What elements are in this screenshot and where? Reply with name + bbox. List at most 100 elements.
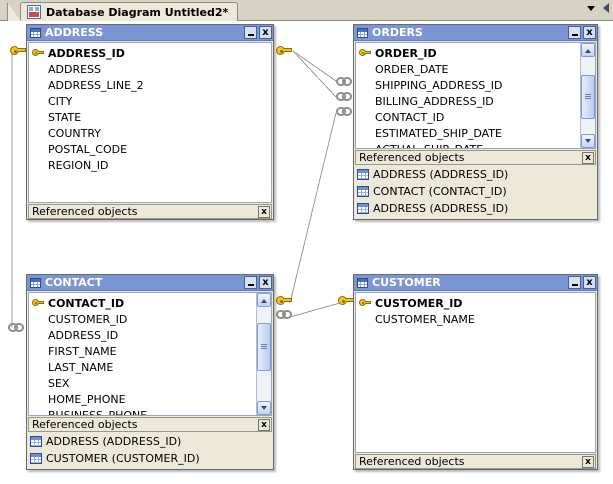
relationship-link-icon[interactable] [276,310,293,319]
column-row[interactable]: LAST_NAME [31,359,256,375]
column-icon-spacer [31,376,45,390]
column-name: ADDRESS_LINE_2 [48,78,144,92]
table-title: CUSTOMER [372,277,441,288]
referenced-object-item[interactable]: CONTACT (CONTACT_ID) [357,183,597,200]
minimize-button[interactable] [244,276,257,289]
vertical-scrollbar[interactable] [256,293,271,415]
scroll-down-button[interactable] [257,401,271,415]
relationship-key-icon[interactable] [276,46,292,55]
referenced-objects-close-button[interactable]: x [582,151,594,164]
relationship-link-icon[interactable] [336,92,353,101]
column-row[interactable]: CUSTOMER_NAME [358,311,595,327]
column-row[interactable]: SEX [31,375,256,391]
column-row[interactable]: CONTACT_ID [358,109,580,125]
column-row[interactable]: FIRST_NAME [31,343,256,359]
referenced-objects-bar-customer[interactable]: Referenced objects x [355,454,596,469]
column-name: HOME_PHONE [48,392,126,406]
primary-key-icon [358,46,372,60]
minimize-button[interactable] [568,26,581,39]
scrollbar-track[interactable] [581,57,595,134]
close-button[interactable]: x [259,276,272,289]
scroll-up-button[interactable] [581,43,595,57]
relationship-key-icon[interactable] [338,296,354,305]
column-icon-spacer [31,328,45,342]
column-row[interactable]: CITY [31,93,271,109]
referenced-objects-label: Referenced objects [359,455,465,468]
column-name: CONTACT_ID [375,110,445,124]
chevron-down-icon[interactable] [587,6,595,11]
referenced-objects-list-orders: ADDRESS (ADDRESS_ID)CONTACT (CONTACT_ID)… [354,165,597,219]
referenced-object-item[interactable]: CUSTOMER (CUSTOMER_ID) [30,450,273,467]
referenced-object-item[interactable]: ADDRESS (ADDRESS_ID) [30,433,273,450]
column-row[interactable]: BILLING_ADDRESS_ID [358,93,580,109]
scrollbar-thumb[interactable] [581,75,595,119]
vertical-scrollbar[interactable] [580,43,595,148]
referenced-object-item[interactable]: ADDRESS (ADDRESS_ID) [357,200,597,217]
column-row[interactable]: ORDER_DATE [358,61,580,77]
close-button[interactable]: x [259,26,272,39]
column-icon-spacer [31,126,45,140]
table-icon [30,453,42,464]
relationship-key-icon[interactable] [10,46,26,55]
column-row[interactable]: CONTACT_ID [31,295,256,311]
relationship-lines [11,50,341,327]
table-icon [357,203,369,214]
scrollbar-thumb[interactable] [257,323,271,371]
column-row[interactable]: SHIPPING_ADDRESS_ID [358,77,580,93]
column-row[interactable]: STATE [31,109,271,125]
scroll-down-button[interactable] [581,134,595,148]
referenced-object-label: CUSTOMER (CUSTOMER_ID) [46,452,200,465]
minimize-button[interactable] [244,26,257,39]
referenced-objects-close-button[interactable]: x [258,418,270,431]
close-button[interactable]: x [583,26,596,39]
referenced-objects-label: Referenced objects [32,418,138,431]
tab-database-diagram[interactable]: Database Diagram Untitled2* [6,2,239,22]
column-row[interactable]: CUSTOMER_ID [358,295,595,311]
column-row[interactable]: ADDRESS_LINE_2 [31,77,271,93]
referenced-object-item[interactable]: ADDRESS (ADDRESS_ID) [357,166,597,183]
column-row[interactable]: ADDRESS_ID [31,327,256,343]
referenced-objects-close-button[interactable]: x [258,205,270,218]
column-row[interactable]: POSTAL_CODE [31,141,271,157]
scroll-up-button[interactable] [257,293,271,307]
column-row[interactable]: REGION_ID [31,157,271,173]
close-button[interactable]: x [583,276,596,289]
relationship-key-icon[interactable] [276,296,292,305]
column-icon-spacer [31,360,45,374]
close-icon[interactable] [602,3,611,14]
referenced-objects-bar-contact[interactable]: Referenced objects x [28,417,272,432]
column-row[interactable]: ORDER_ID [358,45,580,61]
column-row[interactable]: COUNTRY [31,125,271,141]
column-row[interactable]: ADDRESS_ID [31,45,271,61]
column-row[interactable]: ACTUAL_SHIP_DATE [358,141,580,149]
column-name: BUSINESS_PHONE [48,408,148,416]
line-customer-contact-customer [289,302,341,318]
minimize-button[interactable] [568,276,581,289]
column-row[interactable]: HOME_PHONE [31,391,256,407]
relationship-link-icon[interactable] [336,107,353,116]
scrollbar-track[interactable] [257,307,271,401]
referenced-objects-close-button[interactable]: x [582,455,594,468]
column-row[interactable]: CUSTOMER_ID [31,311,256,327]
column-name: CITY [48,94,73,108]
column-row[interactable]: BUSINESS_PHONE [31,407,256,416]
table-titlebar-customer[interactable]: CUSTOMER x [354,275,597,291]
relationship-link-icon[interactable] [336,77,353,86]
column-row[interactable]: ADDRESS [31,61,271,77]
relationship-link-icon[interactable] [8,323,25,332]
column-row[interactable]: ESTIMATED_SHIP_DATE [358,125,580,141]
